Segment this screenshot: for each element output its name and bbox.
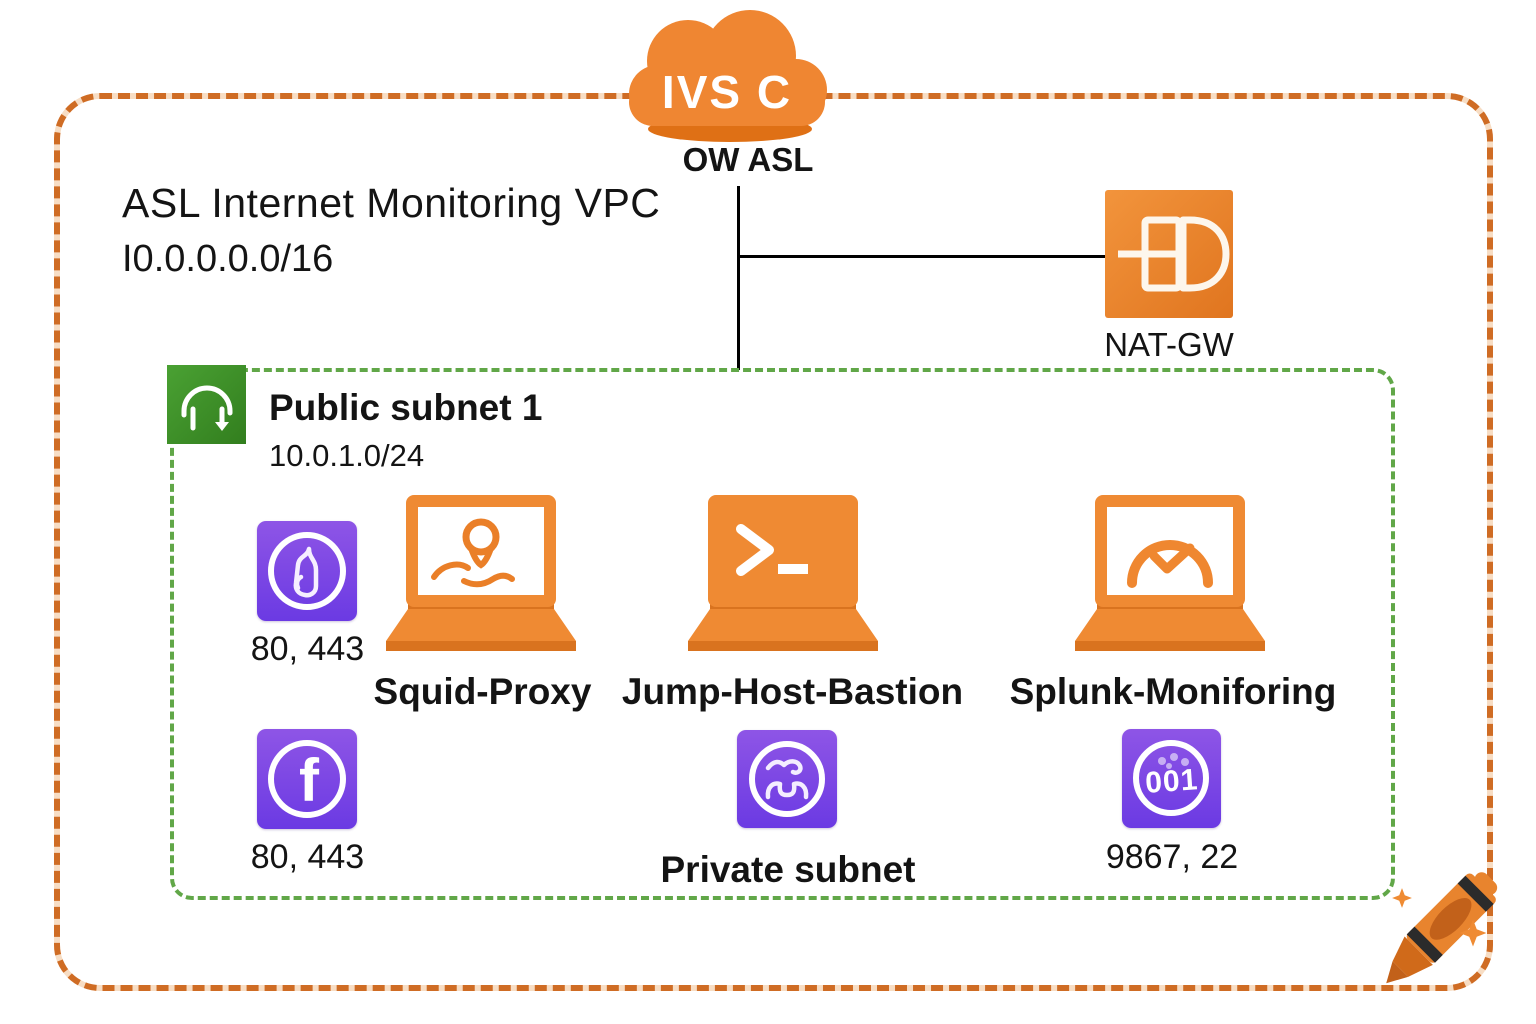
vpc-cidr: I0.0.0.0.0/16 xyxy=(122,238,334,280)
nat-gateway-icon xyxy=(1105,190,1233,318)
crayon-icon xyxy=(1386,872,1498,984)
security-group-top-ports: 80, 443 xyxy=(250,630,365,668)
cloud-caption: OW ASL xyxy=(682,141,814,178)
vpc-title: ASL Internet Monitoring VPC xyxy=(122,180,661,226)
cloud-label: IVS C xyxy=(662,66,792,118)
monitoring-ports-label: 9867, 22 xyxy=(1105,838,1239,876)
monitoring-ports-icon: 001 xyxy=(1122,729,1221,828)
private-subnet-icon xyxy=(737,730,837,828)
nat-gateway-label: NAT-GW xyxy=(1104,326,1234,363)
splunk-laptop-icon xyxy=(1075,495,1265,651)
jump-host-label: Jump-Host-Bastion xyxy=(621,671,964,712)
facebook-glyph: f xyxy=(299,747,320,814)
sparkle-icon xyxy=(1392,888,1487,947)
security-group-top-icon xyxy=(257,521,357,621)
public-subnet-boundary xyxy=(170,368,1395,900)
squid-proxy-label: Squid-Proxy xyxy=(373,671,592,712)
scribble-glyph: 001 xyxy=(1144,763,1199,800)
security-group-bottom-ports: 80, 443 xyxy=(250,838,365,876)
public-subnet-cidr: 10.0.1.0/24 xyxy=(269,438,425,473)
jump-host-laptop-icon xyxy=(688,495,878,651)
squid-proxy-laptop-icon xyxy=(386,495,576,651)
security-group-bottom-icon: f xyxy=(257,729,357,829)
branch-to-nat-line xyxy=(739,255,1107,258)
private-subnet-label: Private subnet xyxy=(660,849,916,890)
internet-cloud-icon: IVS C xyxy=(629,10,827,142)
public-subnet-title: Public subnet 1 xyxy=(269,387,543,428)
splunk-label: Splunk-Moniforing xyxy=(1009,671,1337,712)
cloud-to-subnet-line xyxy=(737,186,740,370)
public-subnet-icon xyxy=(167,365,246,444)
